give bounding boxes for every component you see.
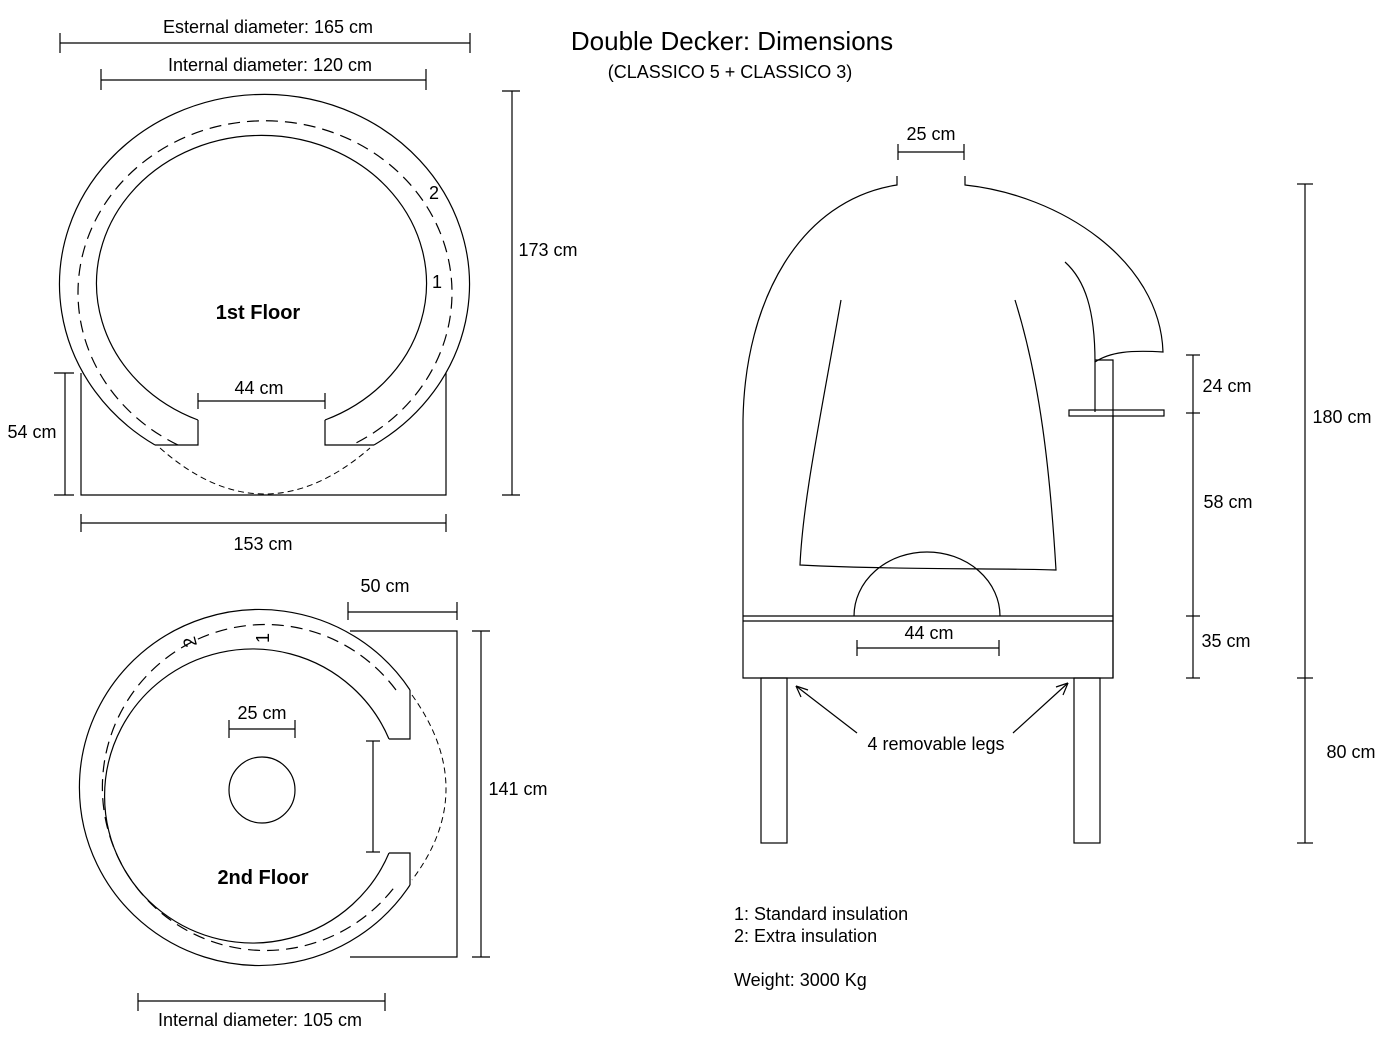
second-floor-label: 2nd Floor bbox=[217, 867, 308, 889]
weight-label: Weight: 3000 Kg bbox=[734, 970, 867, 990]
legs-height-label: 80 cm bbox=[1326, 742, 1375, 762]
side-door-width-label: 44 cm bbox=[904, 623, 953, 643]
insulation-ring-2 bbox=[101, 623, 397, 952]
internal-diameter-label: Internal diameter: 120 cm bbox=[168, 55, 372, 75]
door-width-label: 44 cm bbox=[234, 378, 283, 398]
external-diameter-label: Esternal diameter: 165 cm bbox=[163, 17, 373, 37]
outer-wall-2 bbox=[78, 608, 411, 967]
side-view: 25 cm 44 cm 4 removable legs bbox=[742, 124, 1376, 844]
upper-chamber bbox=[799, 299, 1057, 571]
legend-item-1: 1: Standard insulation bbox=[734, 904, 908, 924]
second-floor-plan: 50 cm 25 cm 2nd Floor 2 1 141 cm bbox=[78, 576, 548, 1030]
outer-wall bbox=[58, 93, 471, 446]
dim-58-label: 58 cm bbox=[1203, 492, 1252, 512]
dim-24-label: 24 cm bbox=[1202, 376, 1251, 396]
base-width-label: 153 cm bbox=[233, 534, 292, 554]
drawing-title: Double Decker: Dimensions bbox=[571, 26, 893, 56]
legs-label: 4 removable legs bbox=[867, 734, 1004, 754]
dim-35-label: 35 cm bbox=[1201, 631, 1250, 651]
legend: 1: Standard insulation 2: Extra insulati… bbox=[734, 904, 908, 990]
first-floor-plan: Esternal diameter: 165 cm Internal diame… bbox=[7, 17, 577, 554]
shelf bbox=[1068, 409, 1165, 417]
height-173-label: 173 cm bbox=[518, 240, 577, 260]
flue-diameter-label: 25 cm bbox=[237, 703, 286, 723]
first-floor-base bbox=[80, 373, 447, 496]
leg-left bbox=[760, 677, 788, 844]
marker-1-floor2: 1 bbox=[253, 633, 273, 643]
second-floor-base bbox=[350, 630, 458, 958]
marker-1: 1 bbox=[432, 272, 442, 292]
internal-diameter-105-label: Internal diameter: 105 cm bbox=[158, 1010, 362, 1030]
dome-right bbox=[964, 176, 1164, 412]
base-height-label: 54 cm bbox=[7, 422, 56, 442]
marker-2: 2 bbox=[429, 183, 439, 203]
flue-circle bbox=[228, 756, 296, 824]
first-floor-label: 1st Floor bbox=[216, 302, 301, 324]
height-141-label: 141 cm bbox=[488, 779, 547, 799]
legend-item-2: 2: Extra insulation bbox=[734, 926, 877, 946]
depth-50-label: 50 cm bbox=[360, 576, 409, 596]
door-arch bbox=[853, 551, 1001, 617]
door-dashed-arc bbox=[159, 447, 371, 495]
inner-wall-2 bbox=[104, 648, 390, 944]
leg-right bbox=[1073, 677, 1101, 844]
marker-2-floor2: 2 bbox=[179, 635, 201, 650]
drawing-subtitle: (CLASSICO 5 + CLASSICO 3) bbox=[608, 62, 853, 82]
total-height-label: 180 cm bbox=[1312, 407, 1371, 427]
dome-outline bbox=[742, 176, 1114, 679]
flue-width-label: 25 cm bbox=[906, 124, 955, 144]
door-dashed-arc-2 bbox=[411, 694, 447, 881]
inner-wall bbox=[95, 134, 428, 421]
